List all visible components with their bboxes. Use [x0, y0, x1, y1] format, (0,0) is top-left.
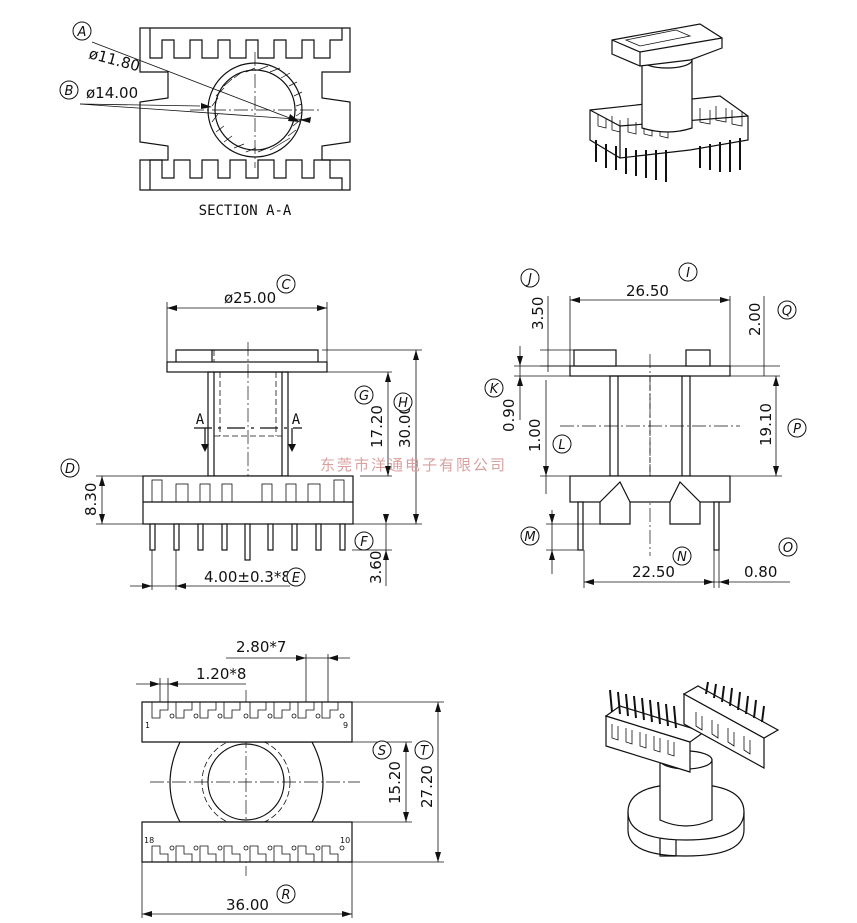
section-view: A ø11.80 B ø14.00 SECTION A-A — [59, 21, 351, 219]
dim-tag-r: R — [281, 888, 290, 903]
dim-value-g: 17.20 — [368, 405, 386, 448]
watermark: 东莞市洋通电子有限公司 — [320, 456, 507, 474]
dim-value-pitch: 2.80*7 — [236, 638, 286, 656]
dim-value-a: ø11.80 — [87, 44, 142, 75]
dim-tag-t: T — [420, 744, 429, 759]
section-mark-left: A — [196, 412, 205, 428]
pin-label-10: 10 — [340, 836, 350, 845]
dim-tag-c: C — [281, 278, 291, 293]
isometric-view-bottom — [604, 681, 780, 857]
pin-label-9: 9 — [343, 721, 348, 730]
dim-tag-p: P — [793, 422, 801, 437]
side-view: 26.50 I 3.50 J 2.00 Q 0.90 K 1.00 L — [484, 262, 807, 588]
dim-value-h: 30.00 — [396, 405, 414, 448]
dim-value-c: ø25.00 — [224, 289, 276, 307]
dim-tag-o: O — [783, 541, 793, 556]
pin-label-18: 18 — [144, 836, 154, 845]
dim-tag-b: B — [65, 84, 74, 99]
dim-tag-m: M — [524, 530, 535, 545]
dim-tag-f: F — [360, 535, 368, 550]
dim-tag-k: K — [490, 382, 500, 397]
bottom-view: 1 9 18 10 2.80*7 1.20*8 15.20 S 27.20 T — [136, 638, 444, 918]
dim-value-f: 3.60 — [367, 551, 385, 584]
dim-value-s: 15.20 — [386, 761, 404, 804]
dim-tag-n: N — [677, 550, 687, 565]
front-view: A A ø25.00 C — [60, 274, 422, 590]
dim-value-t: 27.20 — [418, 765, 436, 808]
dim-tag-h: H — [398, 396, 408, 411]
dim-tag-d: D — [65, 462, 75, 477]
dim-value-k: 0.90 — [500, 399, 518, 432]
dim-value-n: 22.50 — [632, 563, 675, 581]
dim-value-o: 0.80 — [744, 563, 777, 581]
dim-tag-e: E — [292, 571, 301, 586]
dim-value-p: 19.10 — [757, 403, 775, 446]
dim-value-q: 2.00 — [746, 303, 764, 336]
dim-value-b: ø14.00 — [86, 84, 138, 102]
dim-tag-s: S — [378, 744, 386, 759]
section-title: SECTION A-A — [199, 203, 292, 219]
dim-value-r: 36.00 — [226, 896, 269, 914]
dim-value-l: 1.00 — [526, 419, 544, 452]
dim-tag-i: I — [686, 266, 690, 281]
dim-tag-j: J — [525, 272, 532, 287]
dim-tag-l: L — [558, 438, 565, 453]
dim-value-i: 26.50 — [626, 282, 669, 300]
dim-value-j: 3.50 — [529, 297, 547, 330]
pin-label-1: 1 — [145, 721, 150, 730]
dim-value-e: 4.00±0.3*8 — [204, 568, 291, 586]
dim-value-slot: 1.20*8 — [196, 665, 246, 683]
isometric-view-top — [589, 23, 749, 182]
section-mark-right: A — [292, 412, 301, 428]
dim-tag-q: Q — [782, 304, 792, 319]
dim-tag-a: A — [77, 25, 87, 40]
dim-tag-g: G — [359, 389, 369, 404]
dim-value-d: 8.30 — [82, 483, 100, 516]
